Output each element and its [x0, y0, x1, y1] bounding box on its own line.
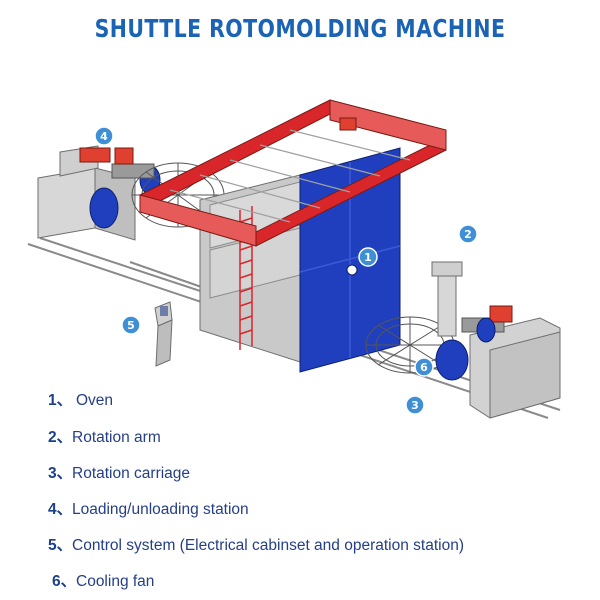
callout-4-label: 4	[100, 130, 108, 143]
legend-item-number: 5、	[48, 537, 73, 554]
legend-item-control-system: 5、Control system (Electrical cabinset an…	[48, 533, 464, 555]
callout-5-label: 5	[127, 319, 135, 332]
legend-item-number: 1、	[48, 392, 73, 409]
top-frame	[139, 99, 447, 247]
legend-item-label: Rotation carriage	[72, 465, 191, 482]
legend-item-label: Control system (Electrical cabinset and …	[72, 537, 464, 554]
legend-item-number: 4、	[48, 501, 73, 518]
control-console	[154, 301, 173, 367]
legend-item-label: Rotation arm	[72, 429, 161, 446]
callout-6-label: 6	[420, 361, 428, 374]
legend-item-number: 6、	[52, 573, 77, 590]
legend-item-loading-station: 4、Loading/unloading station	[48, 497, 249, 519]
legend-item-rotation-carriage: 3、Rotation carriage	[48, 461, 190, 483]
callout-3: 3	[405, 395, 425, 415]
callout-1: 1	[358, 247, 378, 267]
callout-3-label: 3	[411, 399, 419, 412]
callout-2-label: 2	[464, 228, 472, 241]
legend-item-label: Loading/unloading station	[72, 501, 249, 518]
callout-6: 6	[414, 357, 434, 377]
callout-4: 4	[94, 126, 114, 146]
legend-item-oven: 1、Oven	[48, 388, 113, 410]
page-title: SHUTTLE ROTOMOLDING MACHINE	[94, 14, 506, 43]
legend-item-rotation-arm: 2、Rotation arm	[48, 425, 161, 447]
callout-5: 5	[121, 315, 141, 335]
right-loading-station	[431, 261, 561, 419]
legend-item-label: Cooling fan	[76, 573, 155, 590]
callout-2: 2	[458, 224, 478, 244]
legend-item-number: 2、	[48, 429, 73, 446]
legend-item-number: 3、	[48, 465, 73, 482]
legend-item-cooling-fan: 6、Cooling fan	[52, 569, 154, 591]
callout-1-label: 1	[364, 251, 372, 264]
legend-item-label: Oven	[76, 392, 114, 409]
